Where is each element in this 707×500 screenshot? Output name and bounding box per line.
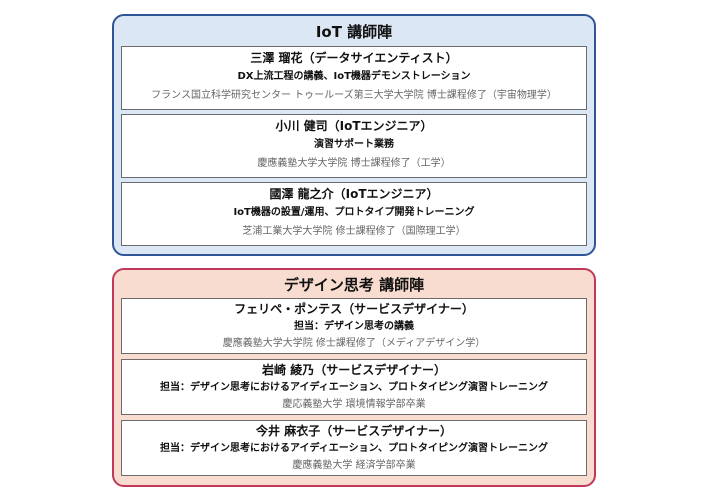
- instructor-education: 慶應義塾大学 経済学部卒業: [292, 460, 416, 471]
- instructor-card-misawa: 三澤 瑠花（データサイエンティスト） DX上流工程の講義、IoT機器デモンストレ…: [121, 46, 587, 110]
- design-thinking-instructors-panel: デザイン思考 講師陣 フェリペ・ポンテス（サービスデザイナー） 担当：デザイン思…: [112, 268, 596, 487]
- instructor-name: 國澤 龍之介（IoTエンジニア）: [269, 187, 439, 201]
- instructor-card-imai: 今井 麻衣子（サービスデザイナー） 担当：デザイン思考におけるアイディエーション…: [121, 420, 587, 476]
- instructor-role: 演習サポート業務: [314, 139, 394, 150]
- instructor-education: 慶應義塾大学大学院 博士課程修了（工学）: [257, 158, 451, 169]
- instructor-card-iwasaki: 岩崎 綾乃（サービスデザイナー） 担当：デザイン思考におけるアイディエーション、…: [121, 359, 587, 415]
- design-panel-title: デザイン思考 講師陣: [283, 276, 425, 294]
- iot-panel-title: IoT 講師陣: [315, 23, 393, 41]
- instructor-role: DX上流工程の講義、IoT機器デモンストレーション: [237, 71, 471, 82]
- instructor-education: 慶応義塾大学 環境情報学部卒業: [282, 399, 426, 410]
- instructor-name: 今井 麻衣子（サービスデザイナー）: [256, 424, 452, 438]
- instructor-education: フランス国立科学研究センター トゥールーズ第三大学大学院 博士課程修了（宇宙物理…: [151, 90, 557, 101]
- instructor-name: 小川 健司（IoTエンジニア）: [275, 119, 433, 133]
- instructor-role: IoT機器の設置/運用、プロトタイプ開発トレーニング: [233, 207, 475, 218]
- instructor-card-ogawa: 小川 健司（IoTエンジニア） 演習サポート業務 慶應義塾大学大学院 博士課程修…: [121, 114, 587, 178]
- iot-instructors-panel: IoT 講師陣 三澤 瑠花（データサイエンティスト） DX上流工程の講義、IoT…: [112, 14, 596, 256]
- instructor-name: フェリペ・ポンテス（サービスデザイナー）: [234, 302, 474, 316]
- instructor-role: 担当：デザイン思考におけるアイディエーション、プロトタイピング演習トレーニング: [160, 382, 548, 393]
- instructor-education: 芝浦工業大学大学院 修士課程修了（国際理工学）: [242, 226, 466, 237]
- instructor-role: 担当：デザイン思考におけるアイディエーション、プロトタイピング演習トレーニング: [160, 443, 548, 454]
- instructor-education: 慶應義塾大学大学院 修士課程修了（メディアデザイン学）: [222, 338, 486, 349]
- instructor-name: 岩崎 綾乃（サービスデザイナー）: [262, 363, 446, 377]
- instructor-name: 三澤 瑠花（データサイエンティスト）: [250, 51, 458, 65]
- instructor-card-kunisawa: 國澤 龍之介（IoTエンジニア） IoT機器の設置/運用、プロトタイプ開発トレー…: [121, 182, 587, 246]
- instructor-role: 担当：デザイン思考の講義: [294, 321, 414, 332]
- instructor-card-pontes: フェリペ・ポンテス（サービスデザイナー） 担当：デザイン思考の講義 慶應義塾大学…: [121, 298, 587, 354]
